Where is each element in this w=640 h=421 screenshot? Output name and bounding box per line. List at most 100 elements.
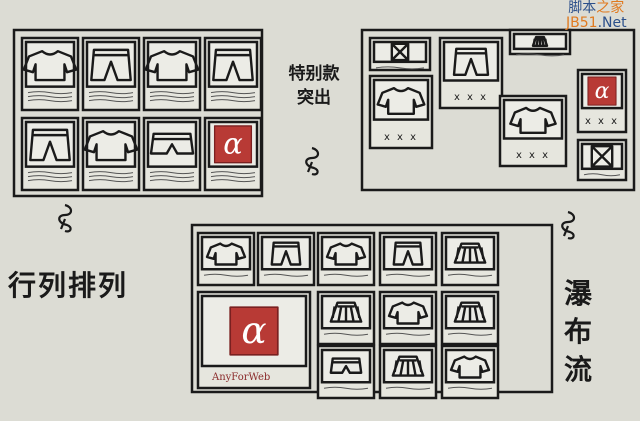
text-line [447, 273, 493, 277]
product-card [378, 231, 438, 287]
watermark-text: .Net [597, 15, 627, 31]
text-line [88, 171, 134, 175]
skirt-shape [391, 355, 425, 377]
text-line [149, 175, 195, 179]
text-line [27, 95, 73, 99]
pants-icon [212, 48, 254, 82]
shirt-shape [144, 49, 200, 82]
shirt-icon [387, 301, 429, 325]
text-line [149, 99, 195, 103]
alpha-logo-icon: α [229, 306, 279, 356]
product-card [316, 290, 376, 346]
text-line [210, 179, 256, 183]
text-line [210, 91, 256, 95]
text-line [88, 91, 134, 95]
watermark-text: 之家 [596, 0, 625, 16]
text-line [27, 179, 73, 183]
skirt-shape [531, 35, 549, 48]
alpha-glyph: α [241, 308, 266, 352]
shirt-icon [22, 49, 78, 82]
skirt-icon [453, 301, 487, 323]
text-line [88, 95, 134, 99]
shirt-icon [376, 86, 426, 115]
grid-layout-panel: α [12, 28, 264, 198]
shorts-shape [329, 357, 363, 374]
squiggle-arrow-icon [58, 203, 73, 233]
product-card [378, 290, 438, 346]
skirt-icon [453, 242, 487, 264]
text-line [385, 332, 431, 336]
product-card [440, 290, 500, 346]
pants-shape [212, 48, 254, 82]
text-line [385, 386, 431, 390]
shirt-shape [509, 106, 557, 135]
shirt-shape [205, 242, 247, 266]
shirt-shape [83, 129, 139, 162]
product-card [256, 231, 316, 287]
shirt-shape [387, 301, 429, 325]
product-card: αx x x [576, 68, 628, 134]
pants-icon [29, 128, 71, 162]
text-line [210, 175, 256, 179]
brand-text: AnyForWeb [212, 372, 271, 383]
shirt-icon [83, 129, 139, 162]
text-line [203, 273, 249, 277]
product-card: x x x [498, 94, 568, 168]
shirt-shape [376, 86, 426, 115]
text-line [447, 332, 493, 336]
product-card [142, 36, 202, 112]
text-line [149, 95, 195, 99]
text-line [149, 91, 195, 95]
product-card: x x x [368, 74, 434, 150]
skirt-icon [391, 355, 425, 377]
pants-icon [270, 241, 302, 266]
text-line [515, 53, 565, 57]
text-line [27, 175, 73, 179]
alpha-glyph: α [595, 79, 610, 104]
text-line [88, 179, 134, 183]
shirt-shape [325, 242, 367, 266]
pants-shape [452, 47, 490, 77]
product-card [440, 344, 500, 400]
product-card [440, 231, 500, 287]
product-card [368, 36, 432, 72]
text-line [323, 386, 369, 390]
waterfall-panel: x x x x x x αx x x x x x [360, 28, 636, 192]
pants-shape [29, 128, 71, 162]
shorts-shape [149, 132, 195, 155]
label-waterfall: 瀑布流 [563, 277, 592, 386]
skirt-icon [531, 35, 549, 48]
text-line [149, 171, 195, 175]
shirt-icon [325, 242, 367, 266]
shirt-icon [509, 106, 557, 135]
product-card [576, 138, 628, 182]
watermark: 脚本之家 JB51.Net [566, 1, 627, 31]
text-line [447, 386, 493, 390]
placeholder-x [390, 42, 410, 62]
product-card [203, 36, 263, 112]
product-card [81, 36, 141, 112]
logo-box [229, 306, 279, 356]
skirt-shape [453, 242, 487, 264]
text-line [583, 173, 621, 177]
pants-icon [90, 48, 132, 82]
shorts-icon [329, 357, 363, 374]
text-line [385, 273, 431, 277]
shirt-icon [144, 49, 200, 82]
pants-icon [452, 47, 490, 77]
pants-shape [270, 241, 302, 266]
product-card [508, 28, 572, 57]
shorts-icon [149, 132, 195, 155]
image-placeholder-icon [590, 144, 614, 168]
card-caption: x x x [384, 132, 418, 143]
alpha-logo-icon: α [587, 76, 617, 106]
product-card [378, 344, 438, 400]
panel-frame [12, 28, 264, 198]
product-card: x x x [438, 36, 504, 110]
text-line [323, 273, 369, 277]
card-image [444, 235, 496, 271]
label-grid-layout: 行列排列 [8, 269, 129, 302]
card-caption: x x x [516, 150, 550, 161]
squiggle-arrow-icon [305, 146, 320, 176]
